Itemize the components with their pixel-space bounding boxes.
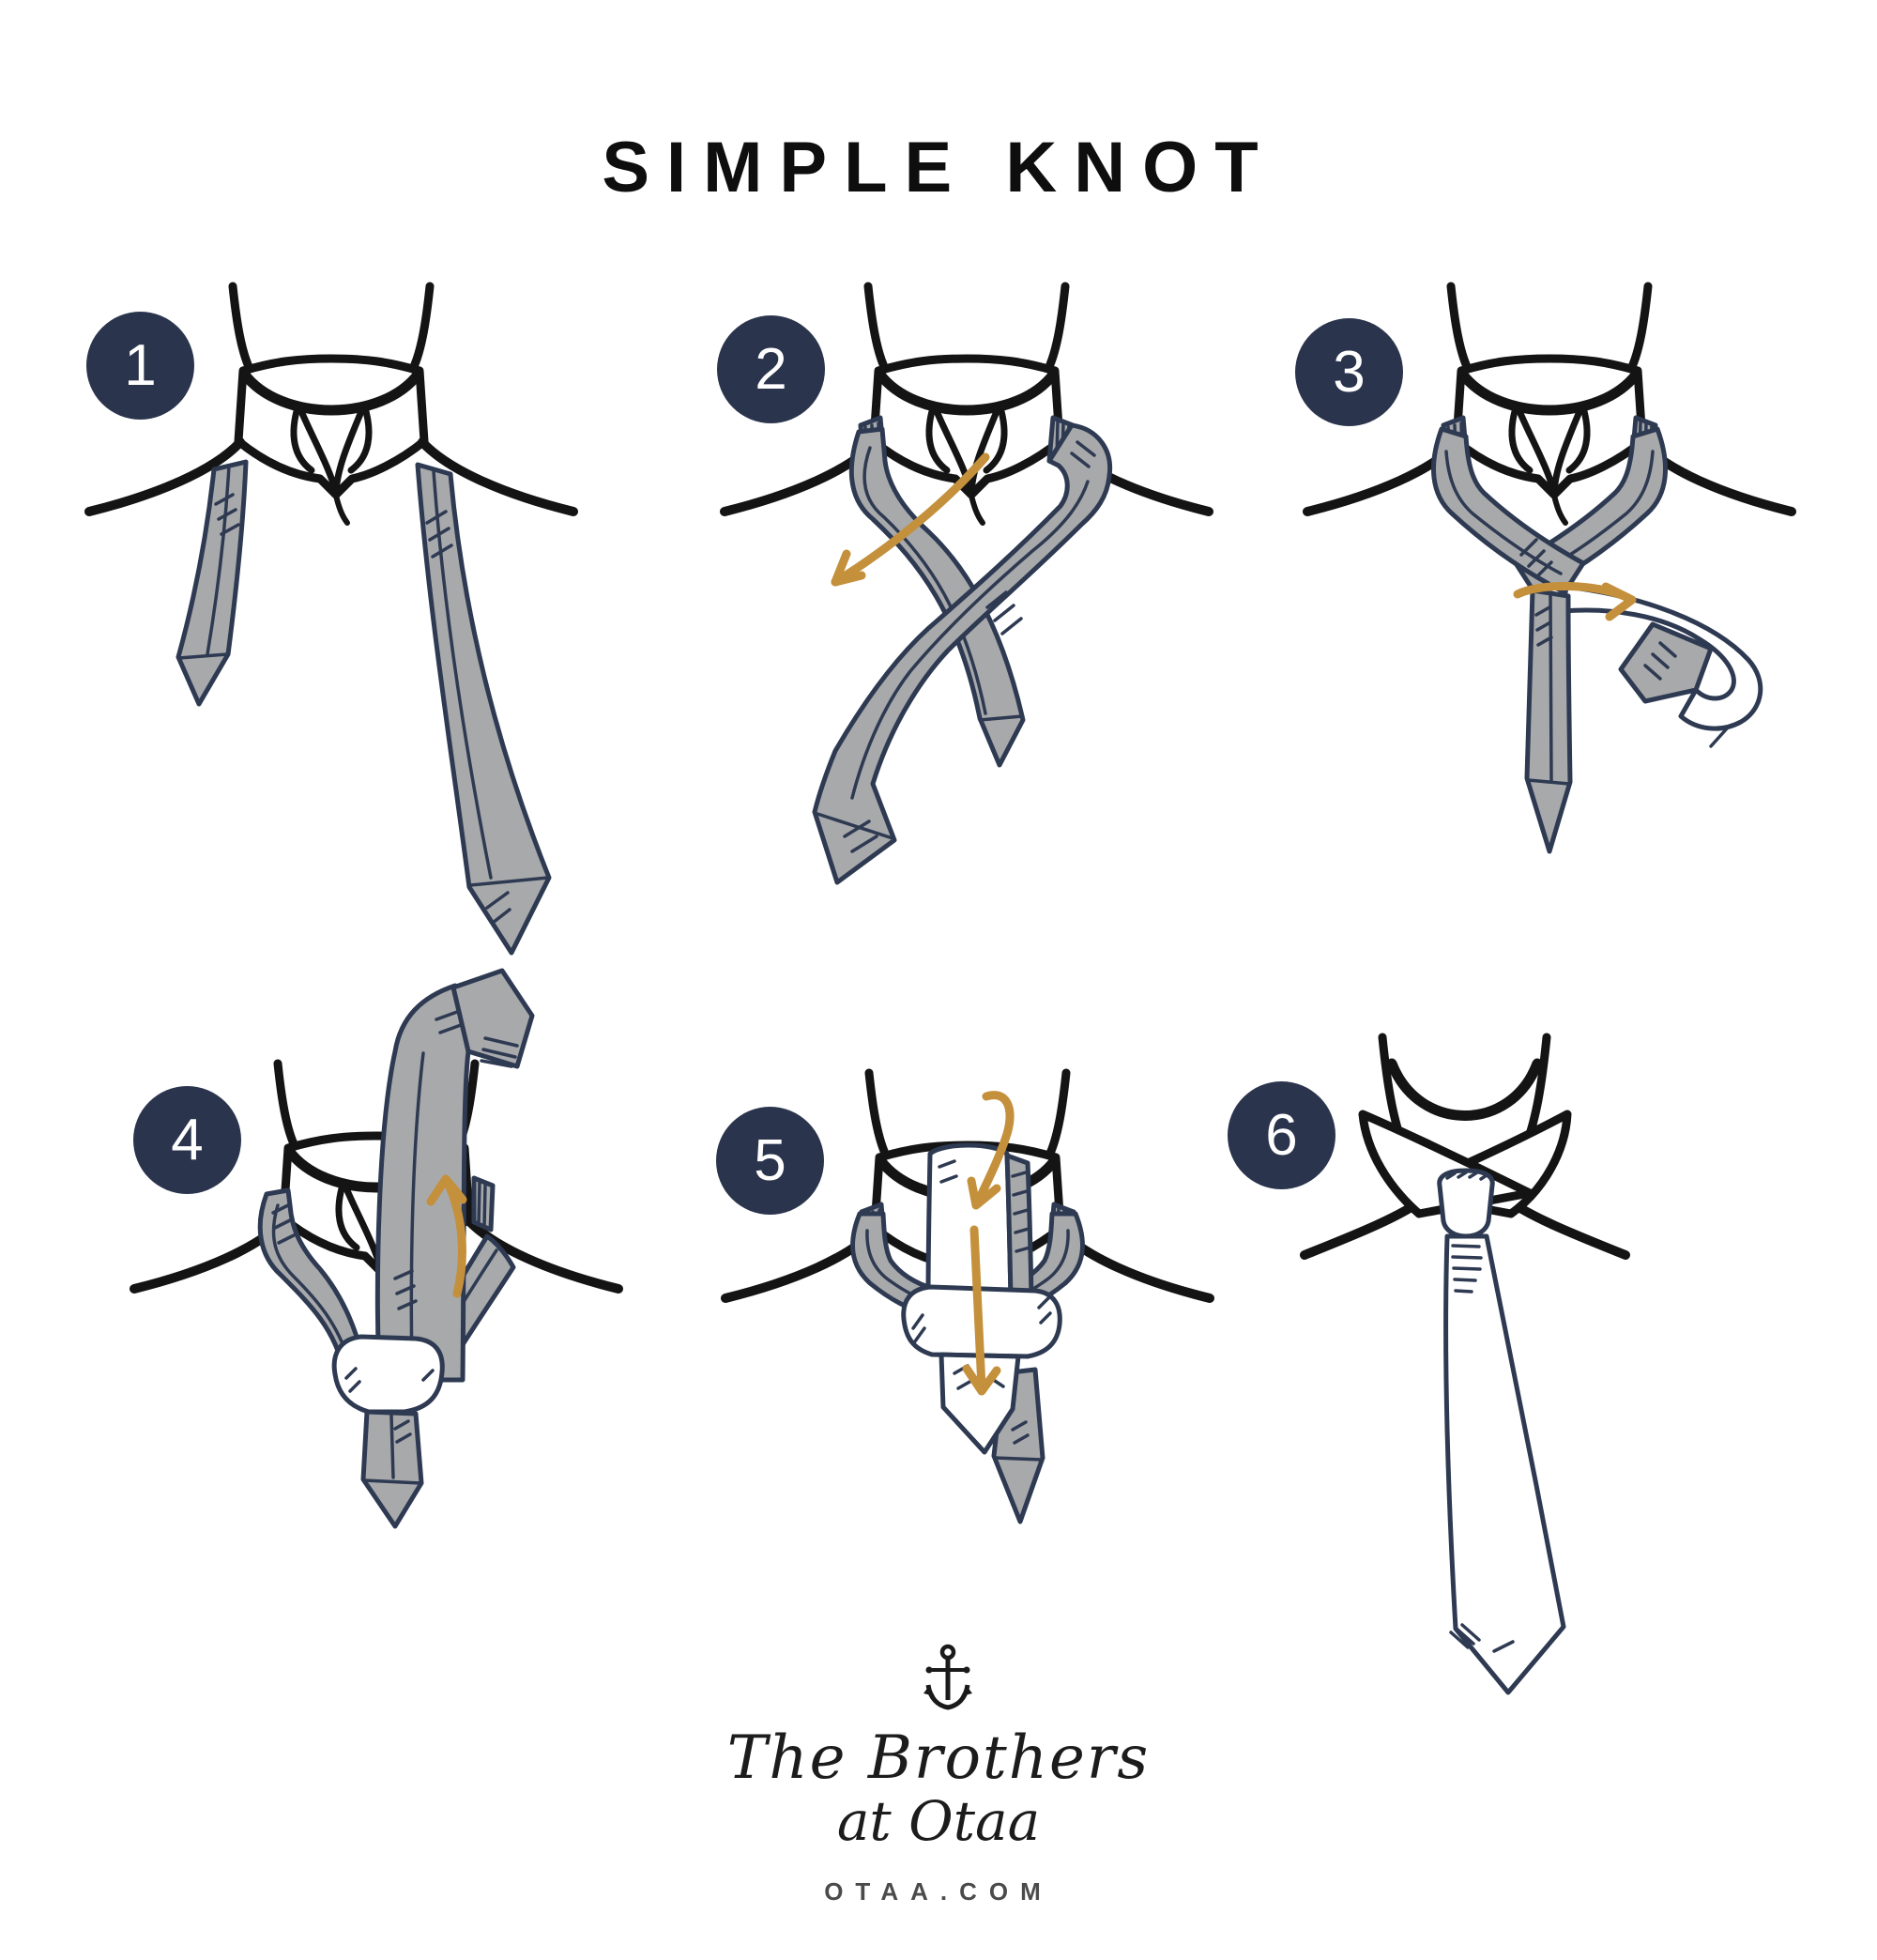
brand-script-line1: The Brothers — [726, 1723, 1151, 1793]
step-4-badge: 4 — [133, 1086, 241, 1194]
brand-script-line2: at Otaa — [836, 1789, 1041, 1853]
direction-arrow — [426, 1174, 467, 1298]
tie-narrow-end — [175, 459, 249, 707]
step-5-illustration — [721, 1068, 1214, 1524]
step-3-number: 3 — [1333, 339, 1366, 405]
finished-knot — [1437, 1168, 1495, 1239]
tie-narrow-end — [1524, 588, 1573, 854]
direction-arrow — [831, 452, 990, 587]
neck-collar — [84, 282, 578, 526]
tie-wide-end — [415, 462, 552, 956]
step-2-illustration — [720, 282, 1213, 885]
direction-arrow — [1513, 582, 1637, 621]
step-5-badge: 5 — [716, 1107, 824, 1215]
step-6-badge: 6 — [1228, 1081, 1335, 1189]
anchor-icon — [923, 1644, 973, 1711]
tie-wide-end-up — [374, 968, 535, 1383]
tie-band-behind-collar — [471, 1175, 496, 1233]
step-6-illustration — [1300, 1033, 1630, 1695]
step-4-illustration — [130, 968, 623, 1529]
direction-arrows — [962, 1091, 1015, 1396]
step-4-number: 4 — [171, 1107, 204, 1172]
step-6-number: 6 — [1265, 1102, 1298, 1168]
tie-narrow-end — [848, 426, 1026, 768]
step-4-panel — [114, 959, 639, 1673]
step-2-panel — [704, 277, 1229, 990]
website-url: OTAA.COM — [824, 1877, 1053, 1906]
neck-collar — [720, 282, 1213, 526]
step-6-panel — [1201, 1028, 1727, 1741]
finished-blade — [1443, 1233, 1566, 1695]
tie-wide-tip — [938, 1352, 1021, 1455]
step-3-illustration — [1303, 282, 1796, 854]
step-1-illustration — [84, 282, 578, 956]
step-1-number: 1 — [124, 332, 157, 398]
knot-forming — [331, 1334, 445, 1529]
step-5-panel — [705, 1064, 1230, 1777]
step-1-badge: 1 — [86, 312, 194, 420]
tie-wide-end-loop — [1560, 584, 1763, 748]
neck-collar — [1303, 282, 1796, 526]
step-1-panel — [69, 277, 594, 990]
step-3-panel — [1287, 277, 1812, 990]
page-title: SIMPLE KNOT — [602, 127, 1275, 207]
tie-wide-end — [812, 422, 1113, 885]
step-2-number: 2 — [755, 336, 787, 402]
step-3-badge: 3 — [1295, 318, 1403, 426]
step-2-badge: 2 — [717, 315, 825, 423]
step-5-number: 5 — [754, 1127, 786, 1193]
